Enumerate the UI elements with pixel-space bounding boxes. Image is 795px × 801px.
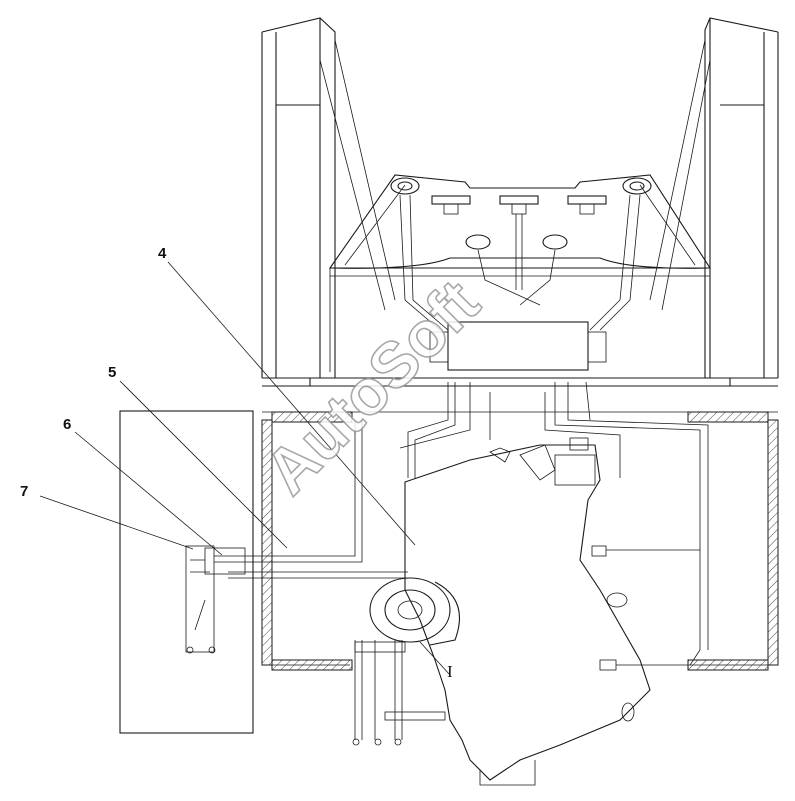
pump-assembly	[354, 577, 460, 676]
lower-bracket	[352, 640, 446, 746]
frame-left-upright	[261, 17, 336, 378]
leader-7	[39, 495, 194, 550]
frame-braces	[319, 39, 711, 311]
leader-4	[167, 261, 416, 546]
feed-pipes	[399, 381, 709, 650]
upper-tank	[328, 174, 712, 372]
leader-5	[119, 380, 288, 549]
callout-7: 7	[20, 483, 28, 500]
tank-pipes	[399, 194, 641, 331]
connecting-lines	[214, 420, 410, 579]
callout-leaders	[39, 261, 416, 556]
filler-caps	[390, 177, 652, 250]
watermark: AutoSoft	[251, 266, 493, 508]
leader-6	[74, 431, 223, 556]
callout-4: 4	[158, 245, 167, 262]
lower-frame	[261, 411, 779, 671]
right-fittings	[591, 545, 701, 722]
frame-right-upright	[704, 17, 779, 378]
center-box	[429, 321, 607, 371]
engine-block	[404, 437, 651, 786]
detail-label: I	[447, 662, 453, 681]
callout-6: 6	[63, 416, 71, 433]
callout-5: 5	[108, 364, 116, 381]
cross-beam	[262, 377, 778, 387]
